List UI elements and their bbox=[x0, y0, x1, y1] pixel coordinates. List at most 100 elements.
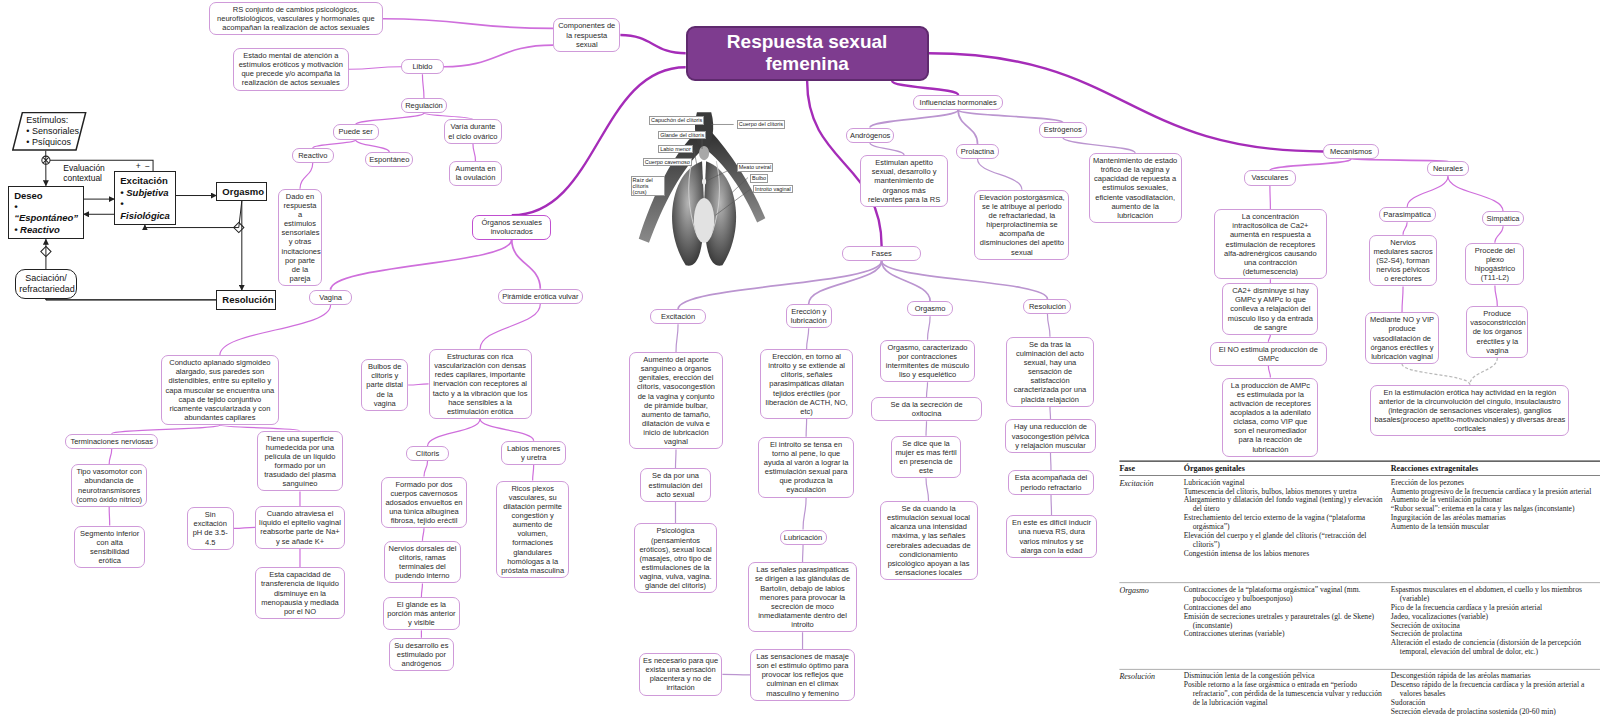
table-cell: Aumento progresivo de la frecuencia card… bbox=[1391, 488, 1595, 497]
flow-note: Evaluación contextual bbox=[63, 164, 122, 184]
table-cell: Excitación bbox=[1119, 479, 1180, 489]
table-cell: Ingurgitación de las aréolas mamarias bbox=[1391, 514, 1595, 523]
table-cell: Secreción elevada de prolactina sostenid… bbox=[1391, 708, 1595, 717]
topic-box: Erección, en torno al introito y se exti… bbox=[760, 349, 853, 419]
branch-line bbox=[892, 81, 958, 95]
table-cell: Estrechamiento del tercio externo de la … bbox=[1184, 514, 1384, 532]
topic-box: Vagina bbox=[309, 290, 352, 305]
part-label: Glande del clítoris bbox=[658, 131, 706, 139]
topic-box: Esta capacidad de transferencia de líqui… bbox=[255, 567, 345, 619]
part-label: Bulbo bbox=[750, 174, 768, 182]
node-text: Estado mental de atención a estímulos er… bbox=[237, 51, 345, 88]
node-text: Erección, en torno al introito y se exti… bbox=[764, 352, 849, 416]
branch-line bbox=[802, 632, 803, 649]
node-text: Andrógenos bbox=[850, 131, 890, 140]
node-text: En este es difícil inducir una nueva RS,… bbox=[1010, 518, 1093, 555]
table-cell: Congestión intensa de los labios menores bbox=[1184, 550, 1384, 559]
node-text: Psicológica (pensamientos eróticos), sex… bbox=[638, 526, 714, 590]
node-text: En la estimulación erótica hay actividad… bbox=[1374, 388, 1565, 434]
topic-box: Esta acompañada del periodo refractario bbox=[1008, 470, 1094, 494]
topic-box: Resolución bbox=[1023, 299, 1071, 314]
table-cell: Pico de la frecuencia cardíaca y la pres… bbox=[1391, 604, 1595, 613]
branch-line bbox=[473, 144, 476, 162]
branch-line bbox=[1470, 358, 1497, 385]
node-text: Fases bbox=[846, 249, 918, 258]
table-cell: Aumento de la tensión muscular bbox=[1391, 523, 1595, 532]
node-text: Estrógenos bbox=[1043, 125, 1083, 134]
topic-box: Su desarrollo es estimulado por andrógen… bbox=[389, 638, 454, 671]
branch-line bbox=[1270, 159, 1351, 170]
topic-box: Lubricación bbox=[780, 530, 827, 545]
node-text: Ricos plexos vasculares, su dilatación p… bbox=[500, 484, 565, 575]
node-text: Orgasmo bbox=[222, 186, 261, 197]
table-cell: Alteración el estado de conciencia (dist… bbox=[1391, 639, 1595, 657]
topic-box: Mantenimiento de estado trófico de la va… bbox=[1089, 153, 1182, 223]
branch-line bbox=[958, 110, 977, 144]
flow-arrow bbox=[84, 214, 115, 215]
topic-box: Es necesario para que exista una sensaci… bbox=[639, 653, 723, 696]
topic-box: Estructuras con rica vascularización con… bbox=[429, 349, 532, 419]
branch-line bbox=[925, 421, 927, 435]
node-text: Estimulan apetito sexual, desarrollo y m… bbox=[864, 158, 944, 204]
node-text: Neurales bbox=[1431, 164, 1466, 173]
node-text: Estímulos: bbox=[26, 115, 80, 126]
branch-line bbox=[408, 384, 428, 385]
branch-line bbox=[428, 419, 481, 446]
node-text: Las sensaciones de masaje son el estimul… bbox=[754, 652, 851, 698]
topic-box: Cuando atraviesa el líquido el epitelio … bbox=[255, 506, 345, 549]
branch-line bbox=[512, 240, 541, 289]
topic-box: Psicológica (pensamientos eróticos), sex… bbox=[634, 523, 718, 593]
flow-box: Excitación• Subjetiva• Fisiológica bbox=[114, 171, 175, 225]
part-label: Cuerpo del clítoris bbox=[737, 120, 785, 128]
branch-line bbox=[422, 528, 424, 541]
branch-line bbox=[722, 674, 750, 676]
node-text: Componentes de la respuesta sexual bbox=[557, 21, 616, 48]
topic-box: Orgasmo bbox=[907, 301, 953, 316]
topic-box: Las señales parasimpáticas se dirigen a … bbox=[748, 562, 857, 632]
node-text: Excitación bbox=[120, 175, 169, 186]
node-text: El NO estimula producción de GMPc bbox=[1214, 345, 1322, 363]
topic-box: Puede ser bbox=[333, 124, 379, 139]
node-text: La producción de AMPc es estimulada por … bbox=[1226, 381, 1314, 454]
topic-box: Órganos sexuales involucrados bbox=[472, 215, 551, 239]
table-cell: Contracciones del ano bbox=[1184, 604, 1384, 613]
topic-box: Labios menores y uretra bbox=[501, 441, 566, 465]
branch-line bbox=[1050, 453, 1052, 471]
topic-box: RS conjunto de cambios psicológicos, neu… bbox=[209, 2, 382, 35]
part-label: Labio menor bbox=[658, 145, 693, 153]
topic-box: CA2+ disminuye si hay GMPc y AMPc lo que… bbox=[1222, 283, 1318, 335]
branch-line bbox=[678, 261, 882, 309]
topic-box: Erección y lubricación bbox=[786, 304, 832, 328]
topic-box: En la estimulación erótica hay actividad… bbox=[1370, 385, 1569, 437]
node-text: Reactivo bbox=[296, 151, 330, 160]
topic-box: Mediante NO y VIP produce vasodilatación… bbox=[1365, 312, 1438, 364]
node-text: Tipo vasomotor con abundancia de neurotr… bbox=[75, 467, 143, 504]
flow-box: Resolución bbox=[216, 290, 276, 309]
table-cell: Secreción de oxitocina bbox=[1391, 622, 1595, 631]
topic-box: Clítoris bbox=[406, 446, 449, 461]
table-cell: Órganos genitales bbox=[1184, 464, 1245, 474]
topic-box: Aumenta en la ovulación bbox=[449, 161, 502, 185]
node-text: Elevación postorgásmica, se le atribuye … bbox=[978, 193, 1065, 257]
branch-line bbox=[421, 630, 422, 637]
branch-line bbox=[1268, 366, 1270, 377]
part-label: Cuerpo cavernoso bbox=[643, 158, 692, 166]
table-cell: Tumescencia del clítoris, bulbos, labios… bbox=[1184, 488, 1384, 497]
topic-box: Tipo vasomotor con abundancia de neurotr… bbox=[71, 464, 147, 507]
topic-box: Produce vasoconstricción de los órganos … bbox=[1466, 306, 1528, 358]
branch-line bbox=[1063, 138, 1135, 153]
topic-box: Pirámide erótica vulvar bbox=[498, 289, 583, 304]
branch-line bbox=[220, 425, 300, 431]
node-text: RS conjunto de cambios psicológicos, neu… bbox=[213, 5, 378, 32]
table-cell: Jadeo, vocalizaciones (variable) bbox=[1391, 613, 1595, 622]
node-text: Lubricación bbox=[784, 533, 823, 542]
table-cell: Contracciones de la “plataforma orgásmic… bbox=[1184, 586, 1384, 604]
branch-line bbox=[1049, 407, 1051, 420]
node-text: • Fisiológica bbox=[120, 198, 169, 221]
node-text: Esta capacidad de transferencia de líqui… bbox=[259, 570, 341, 616]
topic-box: Nervios dorsales del clítoris, ramas ter… bbox=[384, 541, 462, 584]
flow-box: Deseo• “Espontáneo”• Reactivo bbox=[8, 186, 84, 240]
branch-line bbox=[480, 419, 534, 441]
part-label: Raíz del clítoris (crus) bbox=[631, 176, 666, 197]
topic-box: En este es difícil inducir una nueva RS,… bbox=[1006, 515, 1097, 558]
